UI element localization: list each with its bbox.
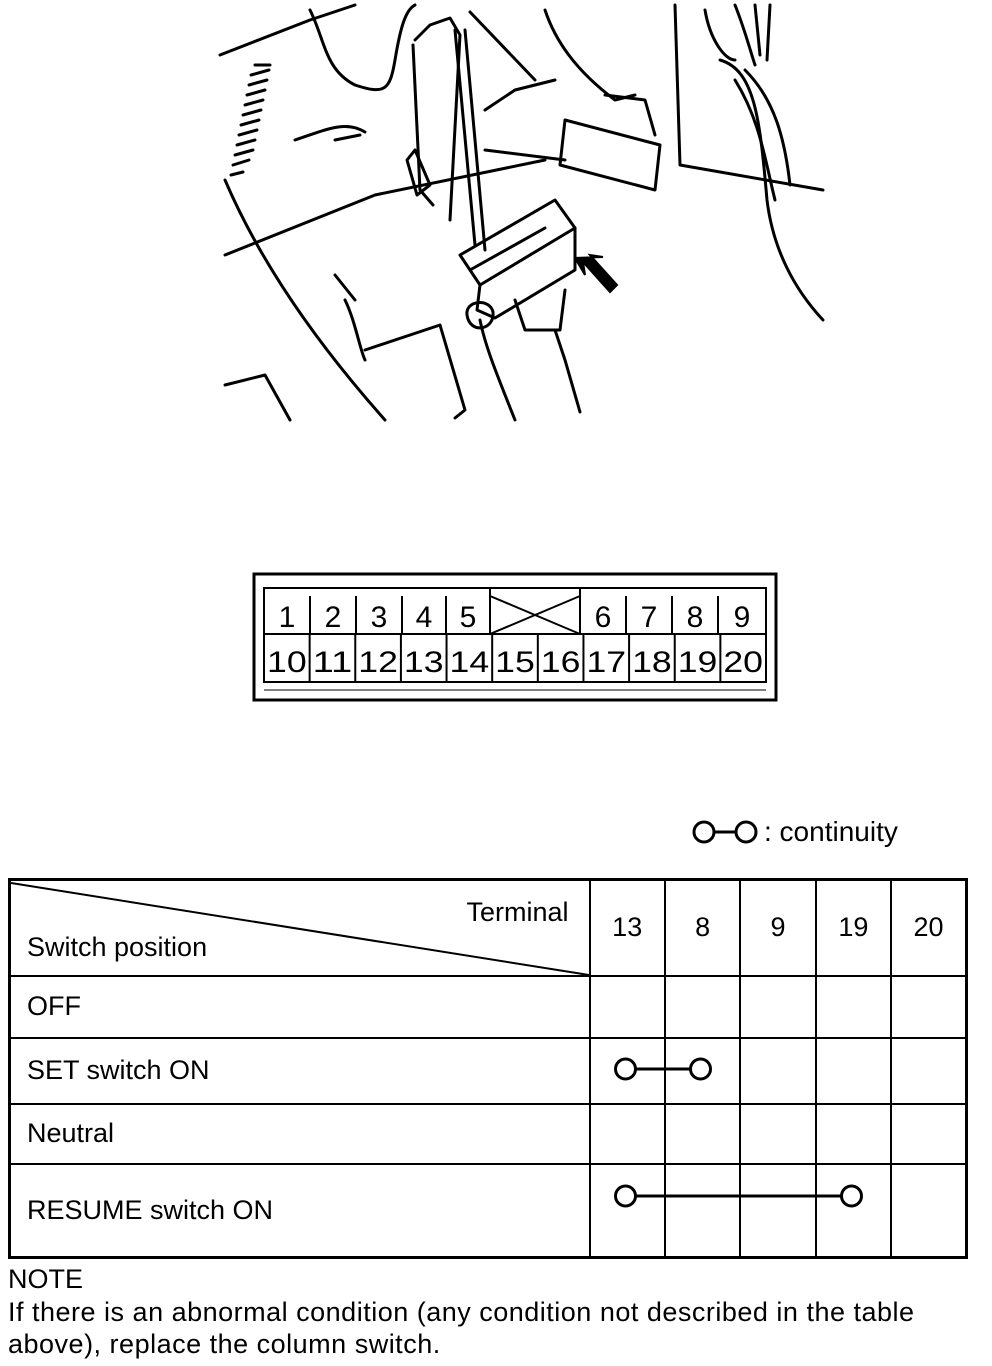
connector-terminal-12: 12 bbox=[358, 646, 398, 679]
connector-terminal-9: 9 bbox=[734, 601, 751, 634]
column-switch-connector-illustration bbox=[218, 3, 825, 422]
connector-terminal-1: 1 bbox=[279, 601, 296, 634]
legend-text: : continuity bbox=[764, 816, 898, 847]
terminal-header-19: 19 bbox=[814, 878, 893, 977]
table-row: RESUME switch ON bbox=[8, 1162, 968, 1259]
connector-terminal-16: 16 bbox=[541, 646, 581, 679]
connector-terminal-6: 6 bbox=[595, 601, 612, 634]
table-header-row: Terminal Switch position 13 8 9 19 20 bbox=[8, 878, 968, 977]
connector-terminal-8: 8 bbox=[687, 601, 704, 634]
header-diagonal-line bbox=[11, 882, 590, 976]
table-row: SET switch ON bbox=[8, 1036, 968, 1105]
connector-terminal-11: 11 bbox=[313, 646, 353, 679]
connector-terminal-7: 7 bbox=[641, 601, 658, 634]
note-title: NOTE bbox=[8, 1264, 84, 1294]
note-text: If there is an abnormal condition (any c… bbox=[8, 1297, 915, 1359]
continuity-symbol-icon bbox=[692, 820, 758, 844]
terminal-header-20: 20 bbox=[890, 878, 968, 977]
connector-terminal-3: 3 bbox=[371, 601, 388, 634]
terminal-header-label: Terminal bbox=[466, 897, 569, 927]
table-row: OFF bbox=[8, 974, 968, 1039]
terminal-header-8: 8 bbox=[663, 878, 742, 977]
row-label-off: OFF bbox=[8, 974, 591, 1039]
connector-terminal-5: 5 bbox=[460, 601, 477, 634]
row-label-resume-switch-on: RESUME switch ON bbox=[8, 1162, 591, 1259]
continuity-legend: : continuity bbox=[690, 814, 898, 850]
header-diagonal-cell: Terminal Switch position bbox=[8, 878, 591, 977]
connector-terminal-18: 18 bbox=[632, 646, 672, 679]
connector-terminal-14: 14 bbox=[450, 646, 490, 679]
connector-terminal-17: 17 bbox=[586, 646, 626, 679]
connector-terminal-15: 15 bbox=[495, 646, 535, 679]
connector-terminal-2: 2 bbox=[325, 601, 342, 634]
terminal-header-9: 9 bbox=[739, 878, 817, 977]
connector-terminal-4: 4 bbox=[416, 601, 433, 634]
table-row: Neutral bbox=[8, 1102, 968, 1165]
connector-terminal-19: 19 bbox=[678, 646, 718, 679]
connector-terminal-10: 10 bbox=[267, 646, 307, 679]
row-label-set-switch-on: SET switch ON bbox=[8, 1036, 591, 1105]
connector-terminal-20: 20 bbox=[723, 646, 763, 679]
connector-terminal-13: 13 bbox=[404, 646, 444, 679]
terminal-header-13: 13 bbox=[588, 878, 666, 977]
row-label-neutral: Neutral bbox=[8, 1102, 591, 1165]
switch-position-header-label: Switch position bbox=[27, 931, 208, 962]
switch-continuity-table: Terminal Switch position 13 8 9 19 20 OF… bbox=[8, 878, 968, 1259]
